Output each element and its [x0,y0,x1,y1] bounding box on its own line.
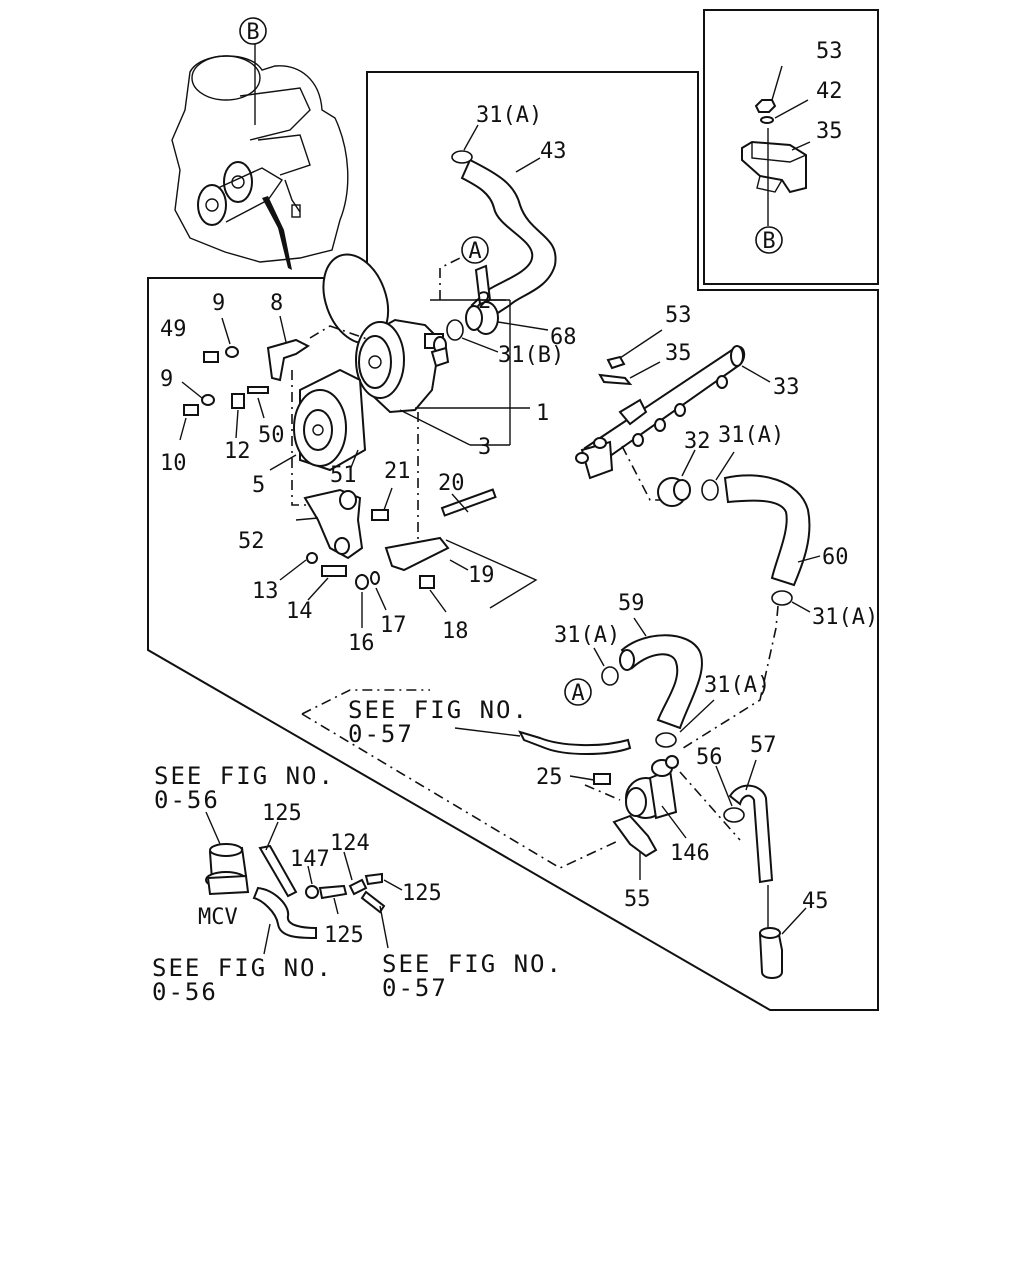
ref-056-top-line2: 0-56 [154,786,220,814]
callout-b-detail [755,226,783,254]
label-21: 21 [384,459,411,484]
label-31a-left: 31(A) [554,623,620,648]
label-57: 57 [750,733,777,758]
label-16: 16 [348,631,375,656]
label-18: 18 [442,619,469,644]
ref-057-bottom-line2: 0-57 [382,974,448,1002]
label-31a-low: 31(A) [704,673,770,698]
label-20: 20 [438,471,465,496]
label-147: 147 [290,847,330,872]
label-68: 68 [550,325,577,350]
ref-057-bottom-line1: SEE FIG NO. [382,950,563,978]
label-31a-top: 31(A) [476,103,542,128]
label-146: 146 [670,841,710,866]
label-53: 53 [665,303,692,328]
label-45: 45 [802,889,829,914]
label-52: 52 [238,529,265,554]
label-33: 33 [773,375,800,400]
label-32: 32 [684,429,711,454]
label-51: 51 [330,463,357,488]
label-31a-mid: 31(A) [812,605,878,630]
callout-a-left [564,678,592,706]
label-14: 14 [286,599,313,624]
label-124: 124 [330,831,370,856]
label-50: 50 [258,423,285,448]
label-55: 55 [624,887,651,912]
hose-43 [451,150,557,320]
label-53-detail: 53 [816,39,843,64]
label-2: 2 [478,289,491,314]
fasteners-left [183,338,310,416]
label-10: 10 [160,451,187,476]
label-35-detail: 35 [816,119,843,144]
label-125-top: 125 [262,801,302,826]
label-49: 49 [160,317,187,342]
label-42: 42 [816,79,843,104]
callout-a-top-letter: A [468,239,481,264]
filter-45 [758,885,783,979]
label-25: 25 [536,765,563,790]
mcv-assembly [205,843,386,940]
label-5: 5 [252,473,265,498]
label-8: 8 [270,291,283,316]
callout-b-top-letter: B [246,20,259,45]
hose-57 [723,784,774,884]
hose-60 [701,474,811,606]
label-43: 43 [540,139,567,164]
ref-056-bottom-line1: SEE FIG NO. [152,954,333,982]
label-125-bottom: 125 [324,923,364,948]
callout-a-top [461,236,489,264]
label-9-top: 9 [212,291,225,316]
callout-b-detail-letter: B [762,229,775,254]
label-31a-right: 31(A) [718,423,784,448]
label-125-right: 125 [402,881,442,906]
label-9-left: 9 [160,367,173,392]
detail-b-bracket [741,99,807,226]
label-13: 13 [252,579,279,604]
ref-057-top-line1: SEE FIG NO. [348,696,529,724]
label-3: 3 [478,435,491,460]
ref-056-bottom-line2: 0-56 [152,978,218,1006]
detail-b-frame [703,9,879,285]
hose-59 [601,634,703,748]
label-60: 60 [822,545,849,570]
ref-057-top-line2: 0-57 [348,720,414,748]
label-17: 17 [380,613,407,638]
valve-146-assembly [518,730,679,858]
bracket-52 [303,488,497,590]
label-19: 19 [468,563,495,588]
label-35: 35 [665,341,692,366]
label-59: 59 [618,591,645,616]
label-mcv: MCV [198,905,238,930]
engine-overview [171,42,349,270]
label-12: 12 [224,439,251,464]
callout-b-top [239,17,267,45]
callout-a-left-letter: A [571,681,584,706]
pipe-33 [575,345,746,480]
main-frame [147,71,879,1011]
label-31b: 31(B) [498,343,564,368]
water-pump-assembly [293,253,450,472]
ref-056-top-line1: SEE FIG NO. [154,762,335,790]
label-1: 1 [536,401,549,426]
label-56: 56 [696,745,723,770]
